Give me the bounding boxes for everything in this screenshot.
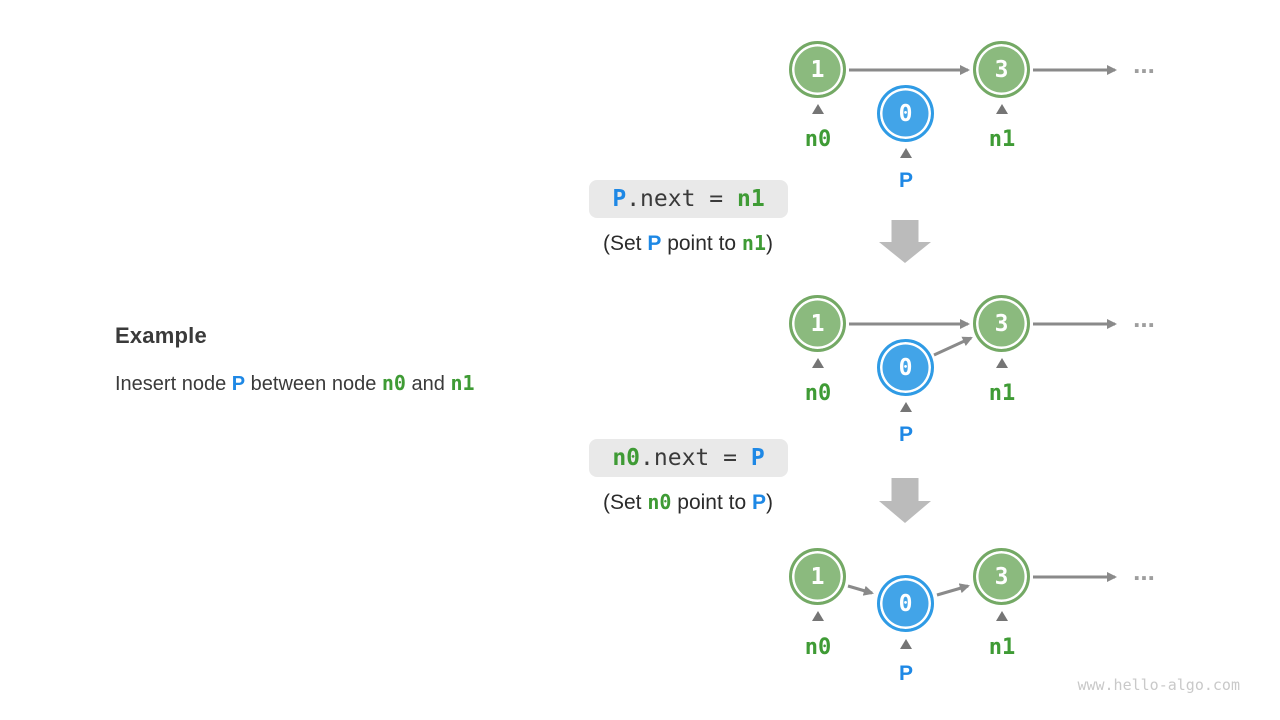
example-sentence: Inesert node P between node n0 and n1	[115, 371, 475, 396]
node-value: 0	[898, 100, 913, 127]
caption-step2: (Set n0 point to P)	[558, 490, 818, 515]
caption-text: (Set	[602, 491, 648, 514]
node-value: 3	[994, 563, 1009, 590]
sentence-text: and	[405, 373, 451, 395]
node-value: 1	[810, 310, 825, 337]
row3-ellipsis: ...	[1133, 556, 1155, 586]
row1-node-n0: 1	[789, 41, 846, 98]
sentence-node-p: P	[231, 373, 246, 395]
row2-label-n1: n1	[988, 381, 1016, 406]
row2-node-p: 0	[877, 339, 934, 396]
sentence-node-n1: n1	[450, 371, 475, 395]
node-value: 0	[898, 354, 913, 381]
caption-text: (Set	[602, 232, 648, 255]
step-down-arrow-2	[879, 478, 931, 523]
sentence-node-n0: n0	[381, 371, 406, 395]
row3-label-n1: n1	[988, 635, 1016, 660]
example-heading: Example	[115, 323, 207, 348]
node-value: 0	[898, 590, 913, 617]
caption-text: point to	[661, 232, 742, 255]
code-box-step1: P.next = n1	[589, 180, 788, 218]
row2-node-n1: 3	[973, 295, 1030, 352]
row1-caret-p-icon	[900, 148, 912, 158]
row2-caret-n0-icon	[812, 358, 824, 368]
row2-caret-p-icon	[900, 402, 912, 412]
watermark: www.hello-algo.com	[1077, 676, 1240, 694]
caption-node-n0: n0	[647, 490, 672, 514]
code-token-p: P	[612, 186, 627, 212]
node-value: 1	[810, 56, 825, 83]
row3-node-p: 0	[877, 575, 934, 632]
row1-label-p: P	[898, 169, 913, 192]
node-value: 3	[994, 310, 1009, 337]
row1-caret-n0-icon	[812, 104, 824, 114]
row1-ellipsis: ...	[1133, 49, 1155, 79]
caption-text: )	[766, 491, 774, 514]
row1-label-n0: n0	[804, 127, 832, 152]
code-token-p: P	[750, 445, 765, 471]
node-value: 1	[810, 563, 825, 590]
caption-text: )	[766, 232, 774, 255]
row3-node-n1: 3	[973, 548, 1030, 605]
row3-label-n0: n0	[804, 635, 832, 660]
node-value: 3	[994, 56, 1009, 83]
caption-node-p: P	[647, 232, 662, 255]
row3-node-n0: 1	[789, 548, 846, 605]
code-token-n0: n0	[612, 445, 641, 471]
row1-caret-n1-icon	[996, 104, 1008, 114]
row3-label-p: P	[898, 662, 913, 685]
row2-arrow-p-to-n1	[933, 336, 973, 357]
row3-arrow-p-to-n1	[936, 583, 970, 597]
row3-caret-p-icon	[900, 639, 912, 649]
row2-label-n0: n0	[804, 381, 832, 406]
code-token-text: .next =	[640, 445, 751, 471]
caption-step1: (Set P point to n1)	[558, 231, 818, 256]
sentence-text: Inesert node	[115, 373, 232, 395]
row2-node-n0: 1	[789, 295, 846, 352]
row3-arrow-n0-to-p	[847, 584, 874, 596]
code-token-text: .next =	[626, 186, 737, 212]
row2-label-p: P	[898, 423, 913, 446]
code-token-n1: n1	[736, 186, 765, 212]
step-down-arrow-1	[879, 220, 931, 263]
caption-node-p: P	[752, 491, 767, 514]
row1-node-n1: 3	[973, 41, 1030, 98]
caption-text: point to	[671, 491, 752, 514]
row2-caret-n1-icon	[996, 358, 1008, 368]
row1-node-p: 0	[877, 85, 934, 142]
row3-caret-n0-icon	[812, 611, 824, 621]
row1-label-n1: n1	[988, 127, 1016, 152]
caption-node-n1: n1	[741, 231, 767, 255]
row3-caret-n1-icon	[996, 611, 1008, 621]
sentence-text: between node	[245, 373, 382, 395]
code-box-step2: n0.next = P	[589, 439, 788, 477]
row2-ellipsis: ...	[1133, 303, 1155, 333]
